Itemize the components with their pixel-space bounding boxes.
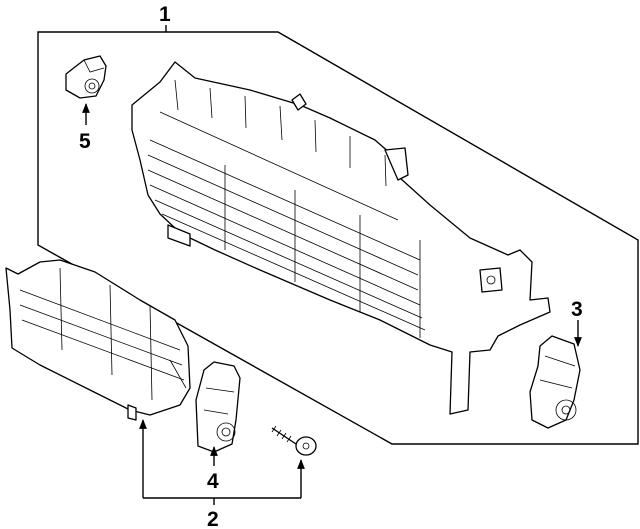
screw — [271, 425, 317, 456]
bracket-part-3 — [529, 335, 581, 429]
active-grille-shutter-assembly — [131, 61, 551, 415]
callout-3: 3 — [571, 298, 583, 321]
callout-4: 4 — [207, 470, 219, 493]
bracket-part-4 — [195, 361, 241, 453]
callout-1: 1 — [159, 3, 171, 26]
assembly-frame — [37, 31, 639, 445]
callout-2-leader — [139, 419, 305, 505]
lower-bracket-part-2 — [5, 259, 191, 421]
callout-2: 2 — [207, 508, 219, 529]
sensor-part-5 — [65, 55, 107, 99]
callout-5: 5 — [79, 130, 91, 153]
